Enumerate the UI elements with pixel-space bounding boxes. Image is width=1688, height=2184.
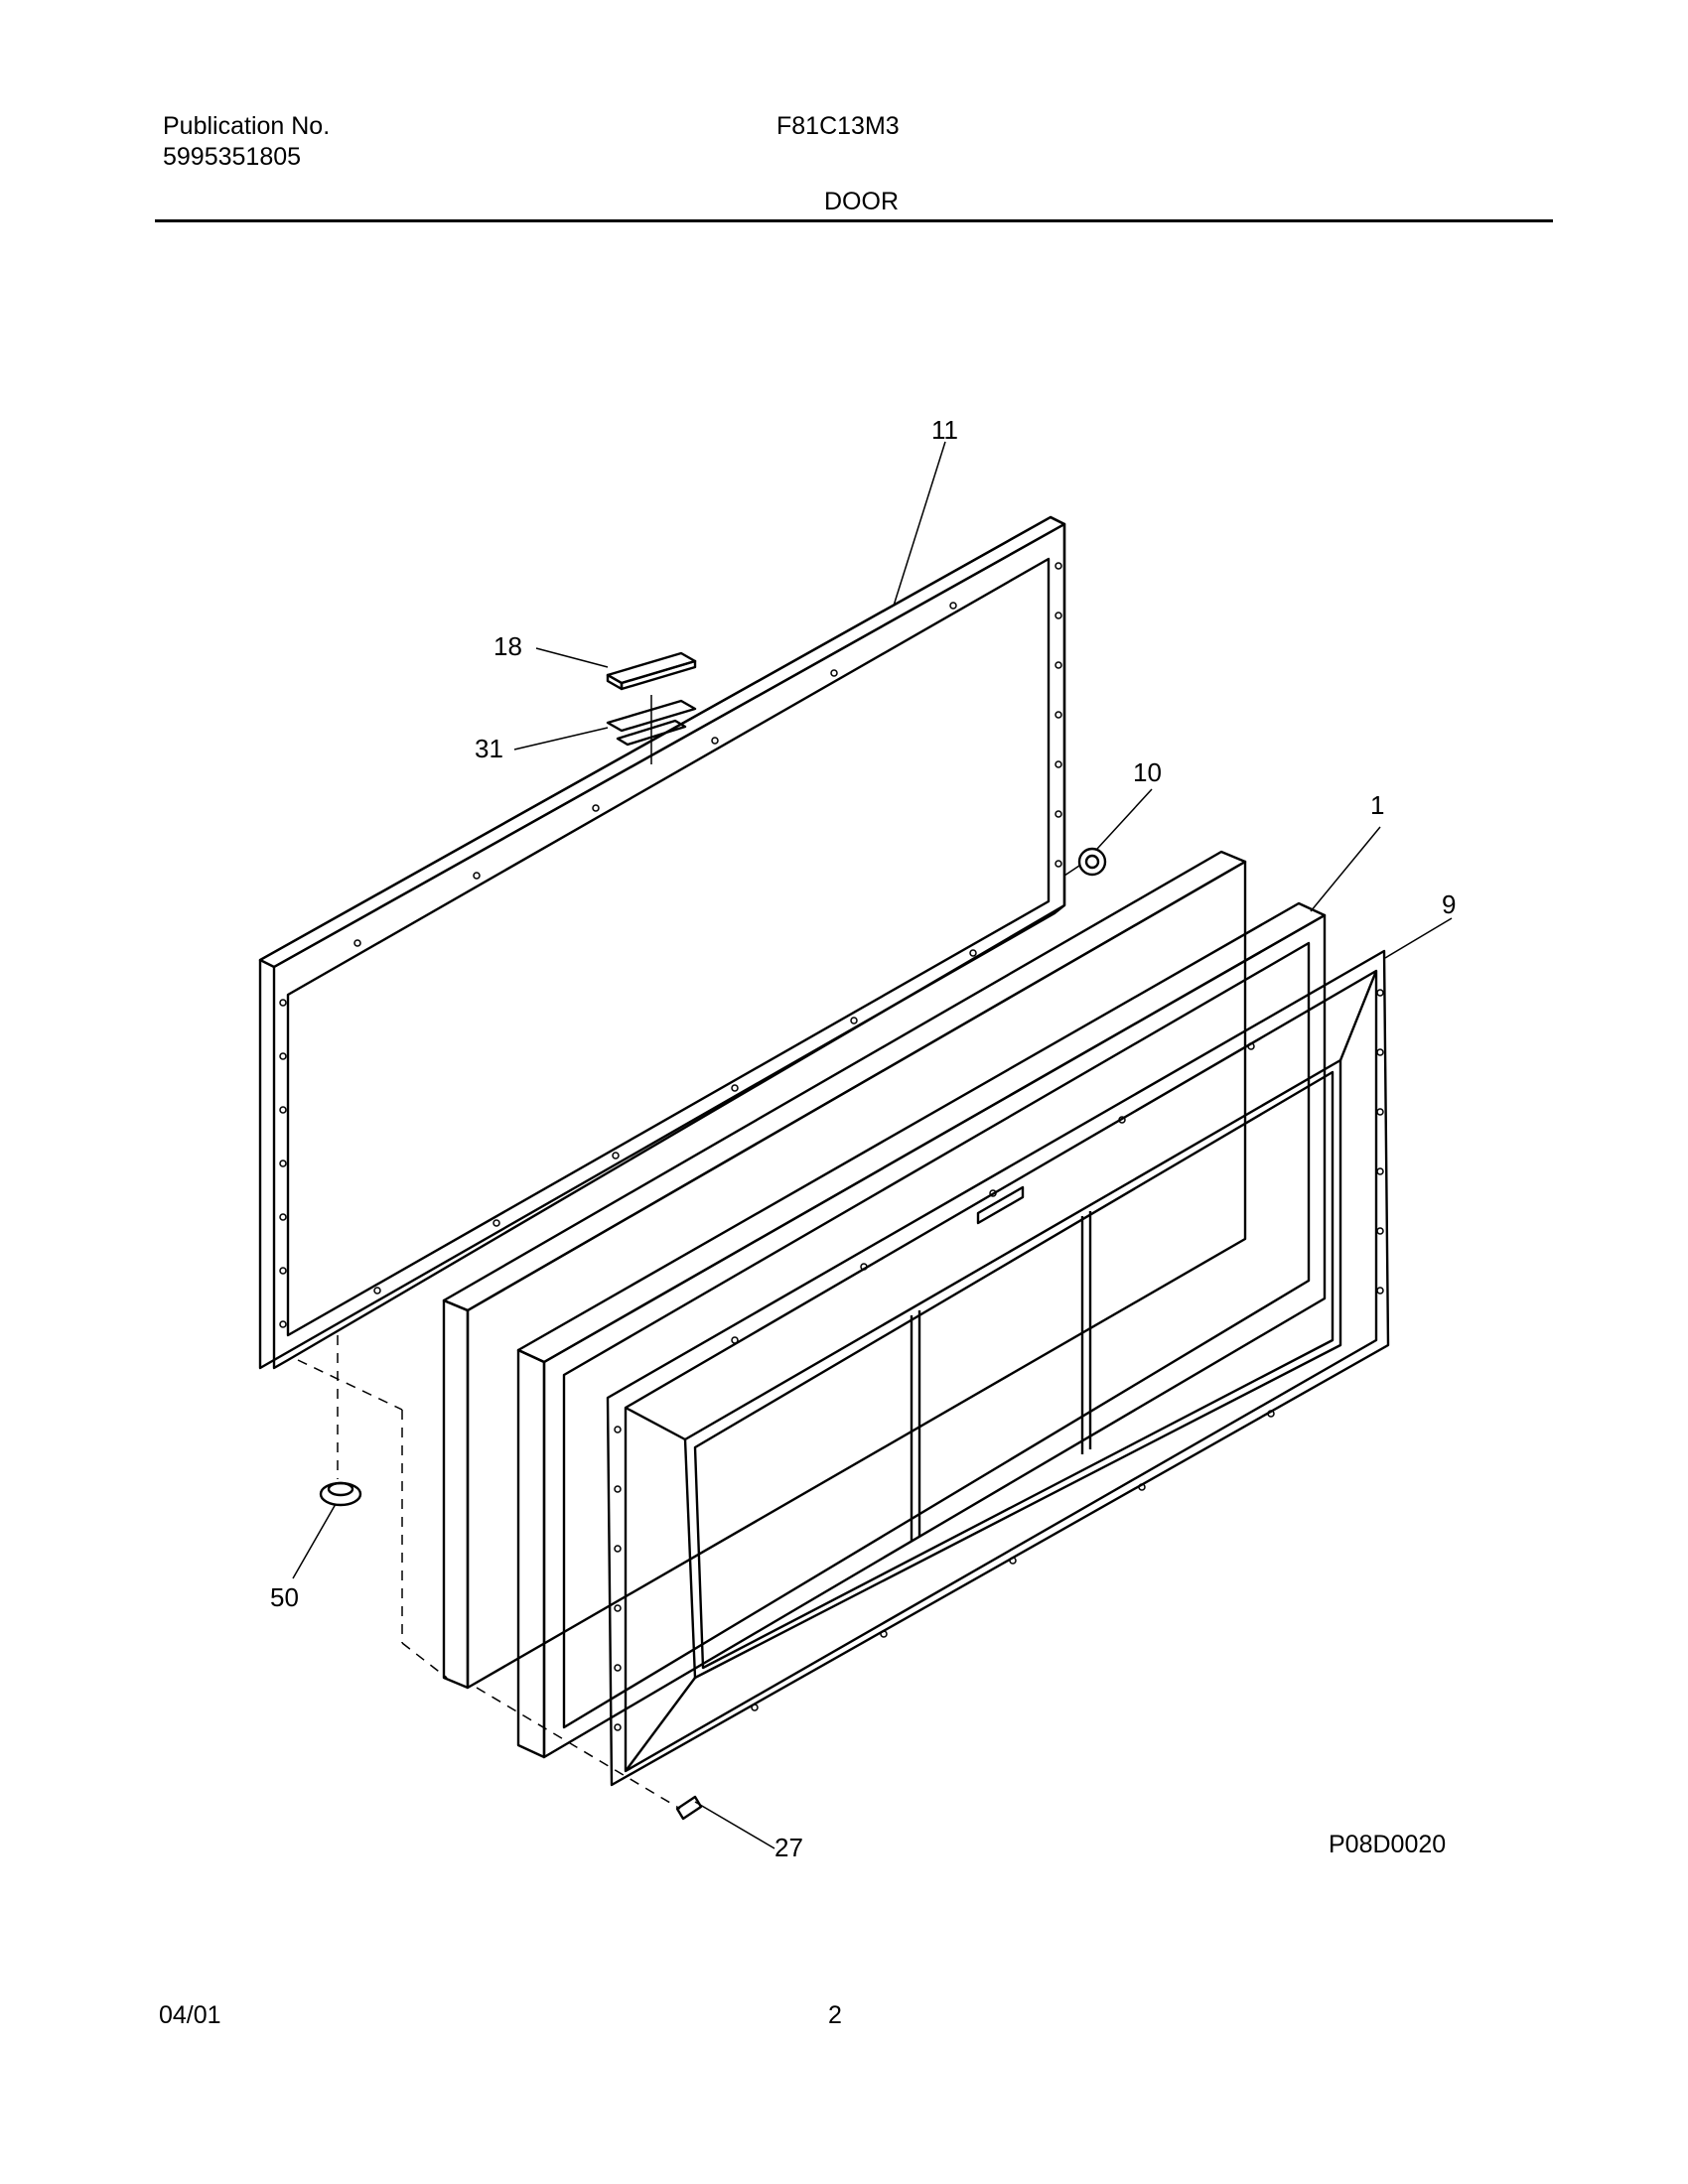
bumper-part-10: [1063, 847, 1107, 877]
hinge-cap-part-50: [319, 1481, 362, 1507]
callout-leader-lines: [292, 441, 1453, 1579]
callout-31: 31: [475, 734, 503, 763]
callout-18: 18: [493, 631, 522, 661]
section-title: DOOR: [824, 188, 899, 215]
callout-50: 50: [270, 1582, 299, 1612]
footer-date: 04/01: [159, 2001, 221, 2029]
outer-door-panel-part-11: [258, 515, 1066, 1370]
callout-11: 11: [931, 415, 958, 445]
callout-27: 27: [774, 1833, 803, 1862]
handle-part-18: [606, 651, 697, 691]
callout-10: 10: [1133, 757, 1162, 787]
publication-number: 5995351805: [163, 143, 302, 171]
model-number: F81C13M3: [776, 112, 900, 140]
handle-gasket-part-31: [606, 699, 697, 747]
callout-9: 9: [1442, 889, 1456, 919]
publication-label: Publication No.: [163, 112, 331, 140]
screw-part-27: [675, 1795, 775, 1849]
insulation-block: [442, 850, 1247, 1690]
callout-1: 1: [1370, 790, 1384, 820]
figure-code: P08D0020: [1329, 1831, 1447, 1858]
assembly-dashed-lines: [297, 1335, 681, 1810]
breaker-frame-part-9: [606, 949, 1390, 1787]
header-divider: [155, 219, 1553, 222]
door-liner-part-1: [516, 901, 1327, 1759]
page-number: 2: [828, 2001, 842, 2029]
